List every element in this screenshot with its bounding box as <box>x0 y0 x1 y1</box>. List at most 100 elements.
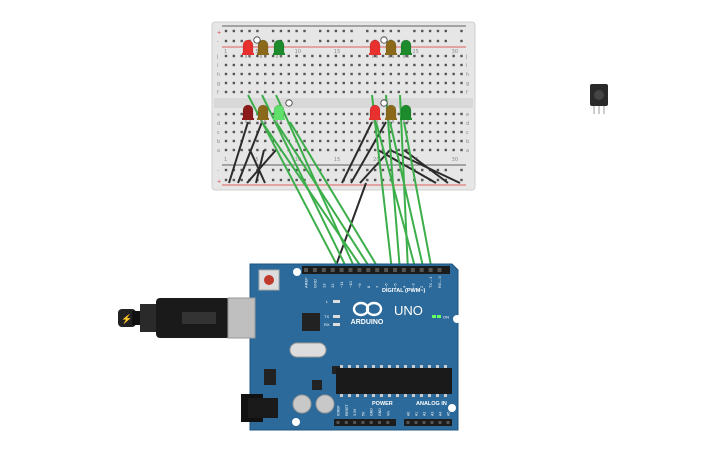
breadboard-col-number: 5 <box>255 49 258 55</box>
breadboard-col-number: 30 <box>452 157 458 163</box>
led-green-1[interactable] <box>273 39 285 58</box>
breadboard-row-letter: a <box>466 148 469 154</box>
analog-pin-label: A5 <box>447 412 451 416</box>
info-badge[interactable] <box>253 36 261 44</box>
breadboard-col-number: 30 <box>452 49 458 55</box>
breadboard-row-letter: c <box>217 130 220 136</box>
digital-pin-label: GND <box>312 279 317 288</box>
power-pin-label: GND <box>370 408 374 416</box>
breadboard-col-number: 1 <box>224 157 227 163</box>
breadboard-col-number: 1 <box>224 49 227 55</box>
breadboard-row-letter: g <box>466 81 469 87</box>
breadboard-row-letter: h <box>466 72 469 78</box>
breadboard-row-letter: j <box>216 54 218 60</box>
power-pin-label: IOREF <box>337 405 341 416</box>
digital-pin-label: 13 <box>321 283 326 288</box>
breadboard-row-letter: f <box>217 90 219 96</box>
analog-pin-label: A1 <box>415 412 419 416</box>
breadboard-row-letter: b <box>217 139 220 145</box>
breadboard-col-number: 15 <box>334 157 340 163</box>
breadboard-row-letter: i <box>466 63 467 69</box>
led-green-3-lit[interactable] <box>273 104 285 123</box>
digital-pin-label: ~3 <box>410 283 415 288</box>
breadboard-col-number: 10 <box>295 49 301 55</box>
analog-pin-label: A0 <box>407 412 411 416</box>
breadboard-row-letter: d <box>466 121 469 127</box>
svg-text:+: + <box>217 179 221 185</box>
analog-pin-label: A4 <box>439 412 443 416</box>
digital-pin-label: ~6 <box>384 283 389 288</box>
breadboard-col-number: 10 <box>295 157 301 163</box>
breadboard-col-number: 20 <box>373 157 379 163</box>
svg-text:-: - <box>217 168 219 174</box>
led-group[interactable] <box>242 36 412 123</box>
breadboard-row-letter: f <box>466 90 468 96</box>
arduino-logo <box>352 301 383 317</box>
led-red-4[interactable] <box>369 104 381 123</box>
led-amber-3[interactable] <box>257 104 269 123</box>
breadboard-row-letter: h <box>217 72 220 78</box>
led-red-1[interactable] <box>242 39 254 58</box>
svg-text:+: + <box>217 30 221 36</box>
led-rx-label: RX <box>324 322 330 327</box>
power-header-label: POWER <box>372 401 393 407</box>
board-name: UNO <box>394 303 423 318</box>
led-green-2[interactable] <box>400 39 412 58</box>
power-pin-label: GND <box>378 408 382 416</box>
breadboard-row-letter: c <box>466 130 469 136</box>
breadboard-row-letter: d <box>217 121 220 127</box>
breadboard-row-letter: i <box>217 63 218 69</box>
digital-pin-label: ~5 <box>393 283 398 288</box>
breadboard-row-letter: g <box>217 81 220 87</box>
digital-pin-label: TX→1 <box>428 276 433 288</box>
power-pin-label: 5V <box>361 411 365 416</box>
usb-cable: ⚡ <box>118 298 230 338</box>
digital-pin-label: AREF <box>304 277 309 288</box>
on-label: ON <box>443 315 449 320</box>
digital-pin-label: ~9 <box>357 283 362 288</box>
breadboard-col-number: 25 <box>412 49 418 55</box>
breadboard-row-letter: j <box>465 54 467 60</box>
digital-pin-label: 12 <box>330 283 335 288</box>
power-pin-label: 3.3V <box>353 408 357 416</box>
power-pin-label: RESET <box>345 403 349 416</box>
led-red-3[interactable] <box>242 104 254 123</box>
led-tx-label: TX <box>324 314 329 319</box>
digital-pin-label: 4 <box>401 285 406 288</box>
analog-pin-label: A3 <box>431 412 435 416</box>
digital-pin-label: ~11 <box>339 281 344 288</box>
led-green-4[interactable] <box>400 104 412 123</box>
svg-text:-: - <box>217 39 219 45</box>
digital-pin-label: 8 <box>366 285 371 288</box>
analog-header-label: ANALOG IN <box>416 401 447 407</box>
power-pin-label: Vin <box>386 411 390 416</box>
led-amber-2[interactable] <box>385 39 397 58</box>
info-badge[interactable] <box>285 99 293 107</box>
analog-pin-label: A2 <box>423 412 427 416</box>
breadboard-row-letter: e <box>217 112 220 118</box>
wires <box>228 94 461 272</box>
info-badge[interactable] <box>380 36 388 44</box>
digital-header-label: DIGITAL (PWM~) <box>382 288 426 294</box>
led-red-2[interactable] <box>369 39 381 58</box>
board-brand: ARDUINO <box>351 319 384 326</box>
sensor-component[interactable] <box>590 84 608 114</box>
breadboard-col-number: 15 <box>334 49 340 55</box>
led-l-label: L <box>326 299 329 304</box>
digital-pin-label: ~10 <box>348 280 353 288</box>
breadboard-col-number: 5 <box>255 157 258 163</box>
digital-pin-label: 2 <box>419 285 424 288</box>
digital-pin-label: 7 <box>375 285 380 288</box>
breadboard-row-letter: a <box>217 148 220 154</box>
led-amber-1[interactable] <box>257 39 269 58</box>
info-badge[interactable] <box>380 99 388 107</box>
breadboard-row-letter: b <box>466 139 469 145</box>
breadboard-row-letter: e <box>466 112 469 118</box>
breadboard-col-number: 25 <box>412 157 418 163</box>
digital-pin-label: RX←0 <box>437 275 442 288</box>
svg-text:⚡: ⚡ <box>121 313 132 325</box>
reset-button <box>264 275 274 285</box>
led-amber-4[interactable] <box>385 104 397 123</box>
